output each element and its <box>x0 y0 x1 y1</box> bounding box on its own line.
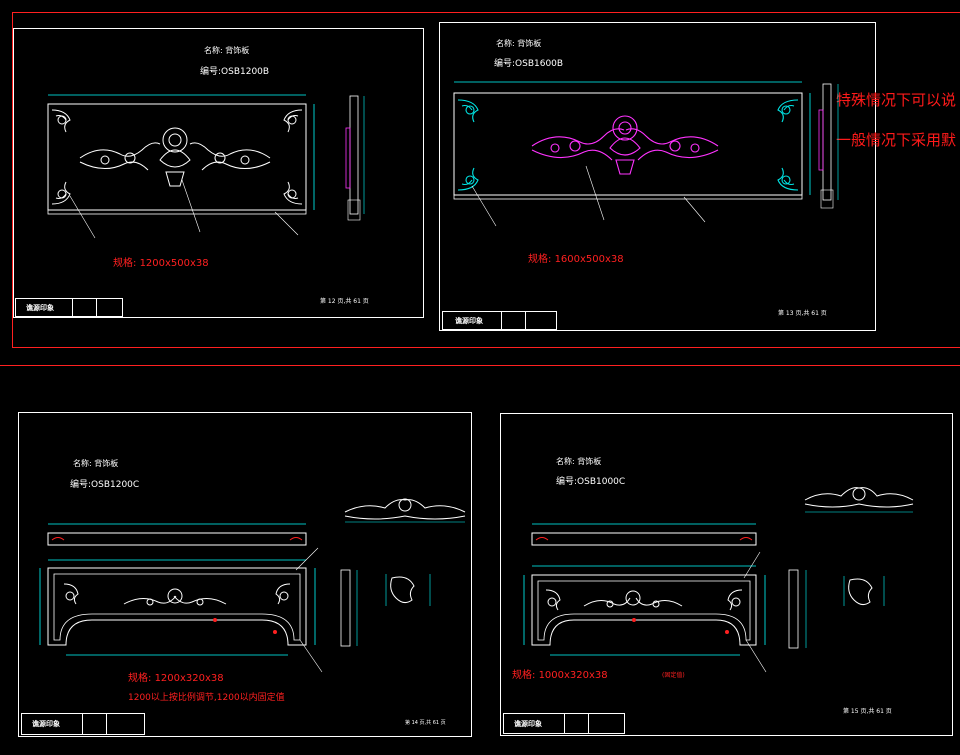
sheet2-spec: 规格: 1600x500x38 <box>528 254 624 265</box>
sheet3-spec: 规格: 1200x320x38 <box>128 673 224 684</box>
sheet4-panel-drawing <box>523 487 914 673</box>
sheet3-page: 第 14 页,共 61 页 <box>405 720 446 726</box>
red-divider <box>0 365 960 366</box>
sheet1-title-block: 谯源印象 <box>15 298 123 317</box>
sheet1-panel-drawing <box>47 94 365 239</box>
sheet4-note: (固定值) <box>662 672 685 679</box>
annotation-line-1: 特殊情况下可以说 <box>836 91 957 109</box>
sheet2-name: 名称: 背饰板 <box>496 39 542 48</box>
sheet3-name: 名称: 背饰板 <box>73 459 119 468</box>
sheet2-panel-drawing <box>453 81 839 227</box>
sheet1-name: 名称: 背饰板 <box>204 46 250 55</box>
brand-logo: 谯源印象 <box>26 304 54 312</box>
sheet3-title-block: 谯源印象 <box>21 713 145 735</box>
sheet3-code: 编号:OSB1200C <box>70 480 140 490</box>
sheet4-spec: 规格: 1000x320x38 <box>512 670 608 681</box>
sheet1-spec: 规格: 1200x500x38 <box>113 258 209 269</box>
drawing-sheet-osb1000c[interactable] <box>500 413 953 736</box>
sheet1-page: 第 12 页,共 61 页 <box>320 298 369 305</box>
drawing-sheet-osb1200c[interactable] <box>18 412 472 737</box>
brand-logo: 谯源印象 <box>455 317 483 325</box>
sheet2-title-block: 谯源印象 <box>442 311 557 330</box>
sheet4-name: 名称: 背饰板 <box>556 457 602 466</box>
drawing-sheet-osb1600b[interactable] <box>439 22 876 331</box>
brand-logo: 谯源印象 <box>514 720 542 728</box>
red-frame-top <box>12 12 960 348</box>
drawing-sheet-osb1200b[interactable] <box>13 28 424 318</box>
sheet3-note: 1200以上按比例调节,1200以内固定值 <box>128 693 285 703</box>
annotation-line-2: 一般情况下采用默 <box>836 131 957 149</box>
sheet4-page: 第 15 页,共 61 页 <box>843 708 892 715</box>
sheet4-code: 编号:OSB1000C <box>556 477 626 487</box>
sheet3-panel-drawing <box>39 498 466 673</box>
brand-logo: 谯源印象 <box>32 720 60 728</box>
sheet1-code: 编号:OSB1200B <box>200 67 270 77</box>
sheet2-code: 编号:OSB1600B <box>494 59 564 69</box>
sheet2-page: 第 13 页,共 61 页 <box>778 310 827 317</box>
sheet4-title-block: 谯源印象 <box>503 713 625 734</box>
